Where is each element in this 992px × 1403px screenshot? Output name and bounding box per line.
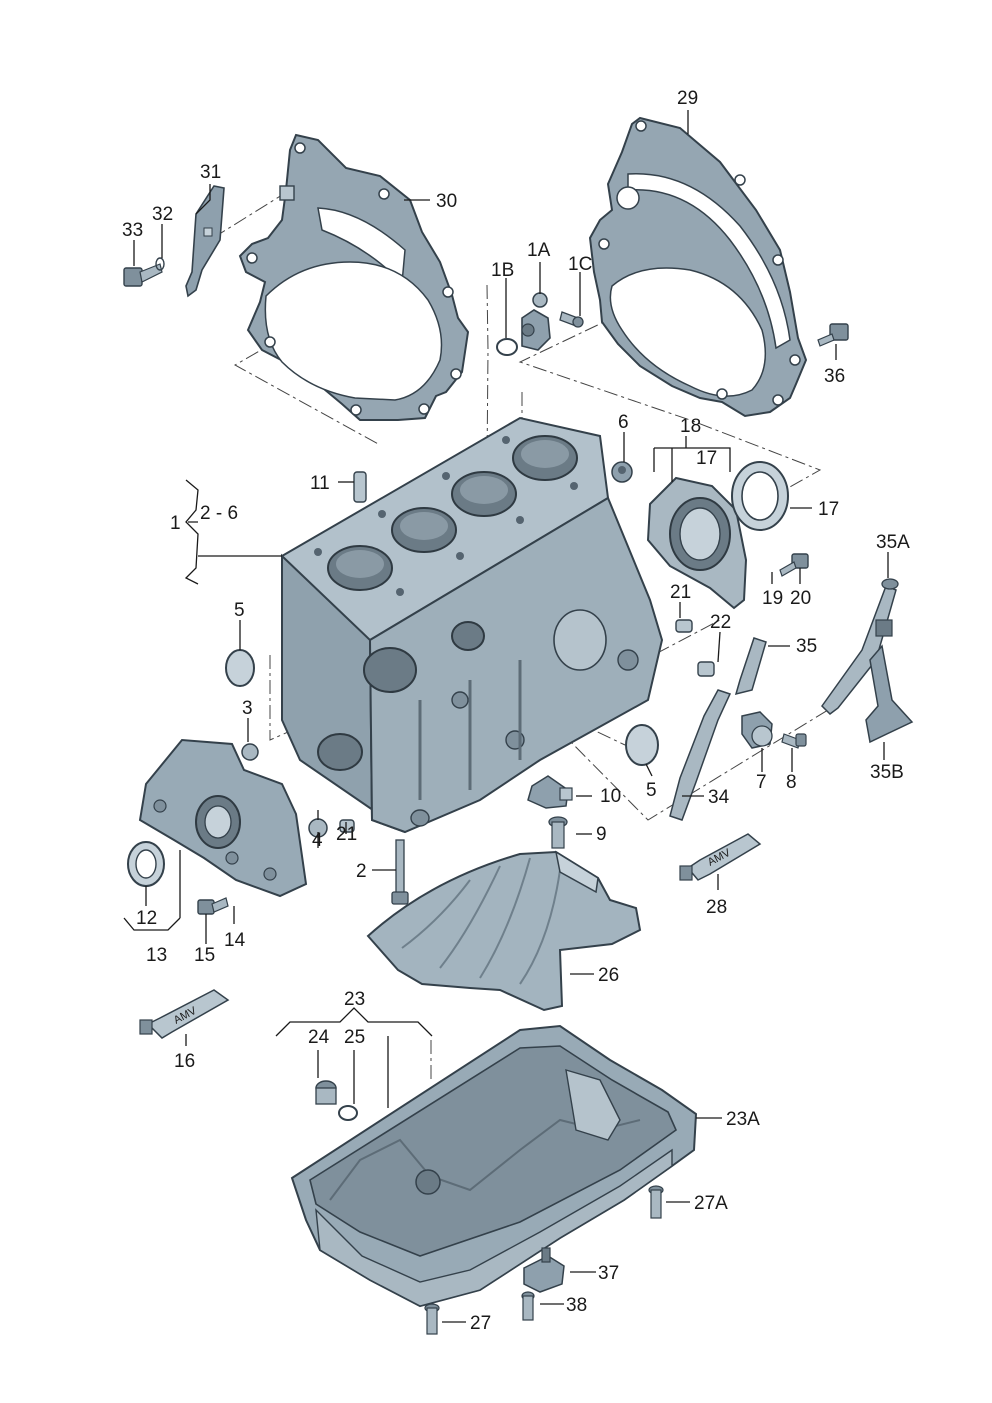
label-2-6: 2 - 6 <box>200 503 238 524</box>
screw-1C <box>559 311 584 328</box>
dowel-21-upper <box>675 619 693 633</box>
label-11: 11 <box>310 473 330 494</box>
label-27: 27 <box>470 1313 491 1334</box>
label-21b: 21 <box>336 824 357 845</box>
label-15: 15 <box>194 945 215 966</box>
bolt-27 <box>424 1303 440 1335</box>
label-36: 36 <box>824 366 845 387</box>
intermediate-plate-left <box>238 133 470 421</box>
label-30: 30 <box>436 191 457 212</box>
oil-pump-cover-13 <box>138 738 308 898</box>
seal-ring-17 <box>731 461 789 531</box>
seal-ring-12 <box>127 841 165 887</box>
label-24: 24 <box>308 1027 330 1048</box>
label-8: 8 <box>786 772 797 793</box>
drain-plug-24 <box>315 1080 337 1105</box>
label-27A: 27A <box>694 1193 728 1214</box>
tube-34 <box>669 689 732 821</box>
sealant-tube-28: AMV <box>679 833 762 881</box>
label-25: 25 <box>344 1027 365 1048</box>
label-37: 37 <box>598 1263 619 1284</box>
label-22: 22 <box>710 612 731 633</box>
bolt-20 <box>779 553 809 577</box>
seal-ring-25 <box>338 1105 358 1121</box>
label-17a: 17 <box>696 448 717 469</box>
label-19: 19 <box>762 588 783 609</box>
dowel-11 <box>353 471 367 503</box>
label-35B: 35B <box>870 762 904 783</box>
bolt-38 <box>521 1291 535 1321</box>
label-26: 26 <box>598 965 619 986</box>
bolt-2 <box>391 839 409 905</box>
label-32: 32 <box>152 204 173 225</box>
nozzle-7 <box>741 711 773 749</box>
sensor-1A <box>521 292 551 351</box>
label-5b: 5 <box>646 780 657 801</box>
label-5a: 5 <box>234 600 245 621</box>
label-17b: 17 <box>818 499 839 520</box>
label-34: 34 <box>708 787 730 808</box>
part-labels: 29 30 31 32 33 1A 1B 1C 36 1 2 - 6 11 6 … <box>122 88 910 1334</box>
label-38: 38 <box>566 1295 587 1316</box>
label-18: 18 <box>680 416 701 437</box>
label-16: 16 <box>174 1051 195 1072</box>
baffle-plate-26 <box>366 850 642 1012</box>
leader-lines <box>123 110 889 1323</box>
bracket-35B <box>865 644 914 744</box>
sleeve-22 <box>697 661 715 677</box>
bolt-8 <box>781 733 807 749</box>
label-28: 28 <box>706 897 727 918</box>
seal-5-lower <box>625 724 659 766</box>
label-14: 14 <box>224 930 246 951</box>
seal-ring-1B <box>496 338 518 356</box>
label-4: 4 <box>312 830 323 851</box>
label-1B: 1B <box>491 260 514 281</box>
label-2: 2 <box>356 861 367 882</box>
dowel-21-lower <box>339 819 355 833</box>
seal-5-upper <box>225 649 255 687</box>
label-3: 3 <box>242 698 253 719</box>
bolt-9 <box>548 816 568 849</box>
guide-tube-35A <box>821 578 899 715</box>
bolt-27A <box>648 1185 664 1219</box>
label-12: 12 <box>136 908 157 929</box>
label-35: 35 <box>796 636 817 657</box>
bolt-15 <box>197 897 229 915</box>
label-10: 10 <box>600 786 621 807</box>
intermediate-plate-right <box>588 116 808 418</box>
label-33: 33 <box>122 220 143 241</box>
label-23A: 23A <box>726 1109 760 1130</box>
oil-nozzle-10 <box>527 775 573 809</box>
label-1C: 1C <box>568 254 592 275</box>
label-7: 7 <box>756 772 767 793</box>
label-35A: 35A <box>876 532 910 553</box>
sealant-tube-16: AMV <box>139 989 230 1039</box>
small-cover-31 <box>185 185 225 298</box>
label-23: 23 <box>344 989 365 1010</box>
label-21a: 21 <box>670 582 691 603</box>
label-1A: 1A <box>527 240 551 261</box>
oil-level-sensor-37 <box>523 1247 565 1293</box>
label-6: 6 <box>618 412 629 433</box>
label-31: 31 <box>200 162 221 183</box>
label-9: 9 <box>596 824 607 845</box>
cylinder-block <box>280 416 664 834</box>
pipe-35 <box>734 637 767 696</box>
label-20: 20 <box>790 588 811 609</box>
bolt-36 <box>817 323 849 347</box>
sealing-flange-18 <box>646 476 748 610</box>
screw-33 <box>123 257 165 287</box>
label-13: 13 <box>146 945 167 966</box>
label-29: 29 <box>677 88 698 109</box>
plug-6 <box>611 461 633 483</box>
oil-pan-23 <box>290 1024 698 1308</box>
plug-3 <box>241 743 259 761</box>
label-1: 1 <box>170 513 181 534</box>
